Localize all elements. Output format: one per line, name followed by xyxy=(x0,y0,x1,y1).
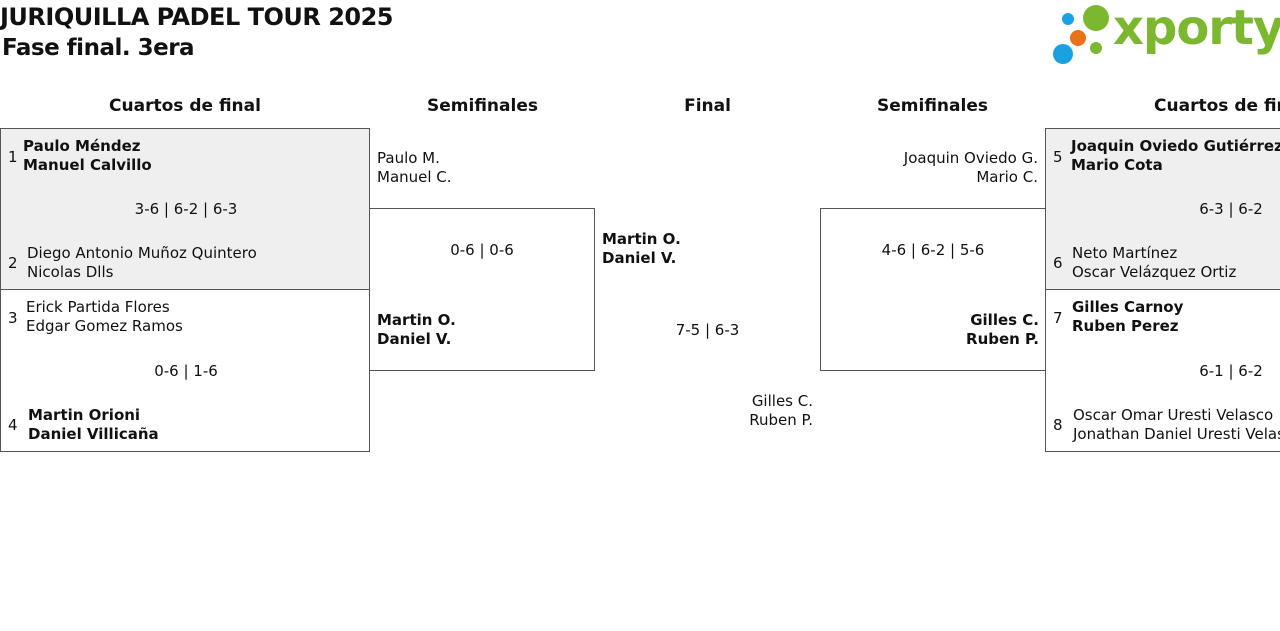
round-heading-qf-right: Cuartos de final xyxy=(1154,96,1280,116)
team-loser: Erick Partida Flores Edgar Gomez Ramos xyxy=(26,298,183,336)
match-qf2[interactable]: 3 Erick Partida Flores Edgar Gomez Ramos… xyxy=(0,289,370,452)
match-sf-left[interactable]: 0-6 | 0-6 Martin O. Daniel V. xyxy=(369,208,595,371)
seed-number: 8 xyxy=(1053,416,1063,434)
player-name: Ruben P. xyxy=(749,411,813,429)
match-score: 0-6 | 1-6 xyxy=(154,362,218,380)
player-name: Martin O. xyxy=(602,230,681,248)
final-team-loser: Gilles C. Ruben P. xyxy=(700,392,813,430)
match-score: 6-1 | 6-2 xyxy=(1199,362,1263,380)
team-loser: Oscar Omar Uresti Velasco Jonathan Danie… xyxy=(1073,406,1280,444)
team-loser: Joaquin Oviedo G. Mario C. xyxy=(840,149,1038,187)
seed-number: 3 xyxy=(8,309,18,327)
seed-number: 7 xyxy=(1053,309,1063,327)
player-name: Joaquin Oviedo G. xyxy=(903,149,1038,167)
player-name: Paulo Méndez xyxy=(23,137,141,155)
match-qf4[interactable]: 7 Gilles Carnoy Ruben Perez 6-1 | 6-2 8 … xyxy=(1045,289,1280,452)
seed-number: 6 xyxy=(1053,254,1063,272)
seed-number: 1 xyxy=(8,148,18,166)
player-name: Gilles C. xyxy=(751,392,813,410)
seed-number: 2 xyxy=(8,254,18,272)
page-title: JURIQUILLA PADEL TOUR 2025 xyxy=(0,3,393,31)
match-score: 6-3 | 6-2 xyxy=(1199,200,1263,218)
match-score: 3-6 | 6-2 | 6-3 xyxy=(134,200,238,218)
player-name: Jonathan Daniel Uresti Velasco xyxy=(1073,425,1280,443)
player-name: Paulo M. xyxy=(377,149,440,167)
player-name: Martin O. xyxy=(377,311,456,329)
player-name: Edgar Gomez Ramos xyxy=(26,317,183,335)
logo-wordmark: xporty xyxy=(1113,0,1280,56)
player-name: Daniel V. xyxy=(602,249,677,267)
player-name: Manuel Calvillo xyxy=(23,156,152,174)
player-name: Daniel V. xyxy=(377,330,452,348)
team-winner: Paulo Méndez Manuel Calvillo xyxy=(23,137,152,175)
player-name: Martin Orioni xyxy=(28,406,141,424)
round-heading-sf-right: Semifinales xyxy=(877,96,988,116)
player-name: Oscar Velázquez Ortiz xyxy=(1072,263,1237,281)
player-name: Nicolas Dlls xyxy=(27,263,114,281)
team-winner: Gilles C. Ruben P. xyxy=(841,311,1039,349)
final-score: 7-5 | 6-3 xyxy=(675,321,740,339)
player-name: Mario Cota xyxy=(1071,156,1163,174)
player-name: Gilles C. xyxy=(970,311,1039,329)
team-winner: Martin O. Daniel V. xyxy=(377,311,456,349)
team-winner: Joaquin Oviedo Gutiérrez Mario Cota xyxy=(1071,137,1280,175)
logo-dots-icon xyxy=(1053,5,1109,64)
seed-number: 4 xyxy=(8,416,18,434)
xporty-logo: xporty xyxy=(1050,0,1280,68)
team-winner: Martin Orioni Daniel Villicaña xyxy=(28,406,159,444)
team-winner: Gilles Carnoy Ruben Perez xyxy=(1072,298,1183,336)
match-score: 4-6 | 6-2 | 5-6 xyxy=(881,241,985,259)
round-heading-final: Final xyxy=(684,96,731,116)
player-name: Mario C. xyxy=(976,168,1038,186)
player-name: Gilles Carnoy xyxy=(1072,298,1184,316)
player-name: Neto Martínez xyxy=(1072,244,1178,262)
player-name: Daniel Villicaña xyxy=(28,425,159,443)
team-loser: Diego Antonio Muñoz Quintero Nicolas Dll… xyxy=(27,244,257,282)
match-sf-right[interactable]: 4-6 | 6-2 | 5-6 Gilles C. Ruben P. xyxy=(820,208,1046,371)
round-heading-qf-left: Cuartos de final xyxy=(109,96,261,116)
match-qf3[interactable]: 5 Joaquin Oviedo Gutiérrez Mario Cota 6-… xyxy=(1045,128,1280,290)
player-name: Ruben Perez xyxy=(1072,317,1179,335)
player-name: Manuel C. xyxy=(377,168,452,186)
player-name: Diego Antonio Muñoz Quintero xyxy=(27,244,257,262)
final-team-winner: Martin O. Daniel V. xyxy=(602,230,681,268)
page-subtitle: Fase final. 3era xyxy=(2,35,195,61)
seed-number: 5 xyxy=(1053,148,1063,166)
player-name: Ruben P. xyxy=(966,330,1039,348)
team-loser: Neto Martínez Oscar Velázquez Ortiz xyxy=(1072,244,1236,282)
player-name: Oscar Omar Uresti Velasco xyxy=(1073,406,1274,424)
match-qf1[interactable]: 1 Paulo Méndez Manuel Calvillo 3-6 | 6-2… xyxy=(0,128,370,290)
match-score: 0-6 | 0-6 xyxy=(450,241,514,259)
team-loser: Paulo M. Manuel C. xyxy=(377,149,452,187)
player-name: Erick Partida Flores xyxy=(26,298,170,316)
player-name: Joaquin Oviedo Gutiérrez xyxy=(1071,137,1280,155)
round-heading-sf-left: Semifinales xyxy=(427,96,538,116)
